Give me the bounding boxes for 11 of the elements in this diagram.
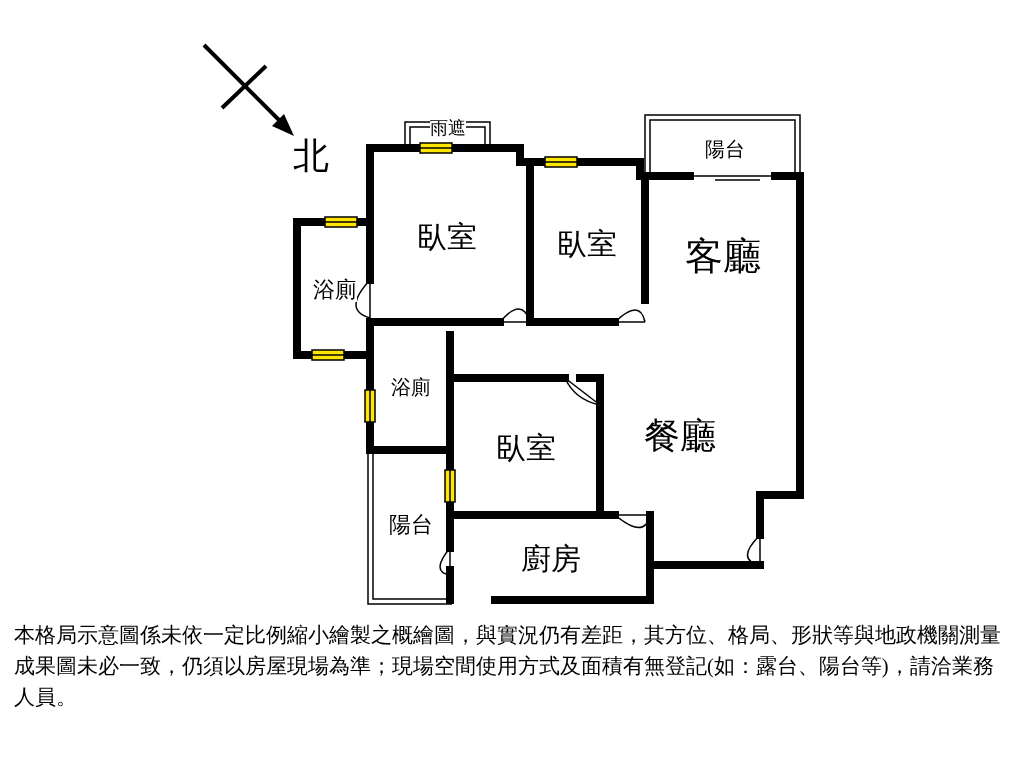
- room-label: 雨遮: [429, 119, 466, 139]
- compass-label: 北: [293, 136, 329, 176]
- room-label: 臥室: [557, 226, 617, 260]
- room-label: 浴廁: [313, 277, 357, 303]
- room-label: 陽台: [704, 138, 745, 160]
- room-label: 陽台: [389, 512, 433, 538]
- room-label: 臥室: [417, 219, 477, 253]
- room-label: 臥室: [496, 430, 556, 464]
- room-label: 浴廁: [391, 376, 431, 398]
- disclaimer-note: 本格局示意圖係未依一定比例縮小繪製之概繪圖，與實況仍有差距，其方位、格局、形狀等與地政機關測量成果圖未必一致，仍須以房屋現場為準；現場空間使用方式及面積有無登記(如：露台、陽台等)，請洽業務人員。: [14, 623, 1002, 710]
- room-label: 廚房: [521, 541, 581, 575]
